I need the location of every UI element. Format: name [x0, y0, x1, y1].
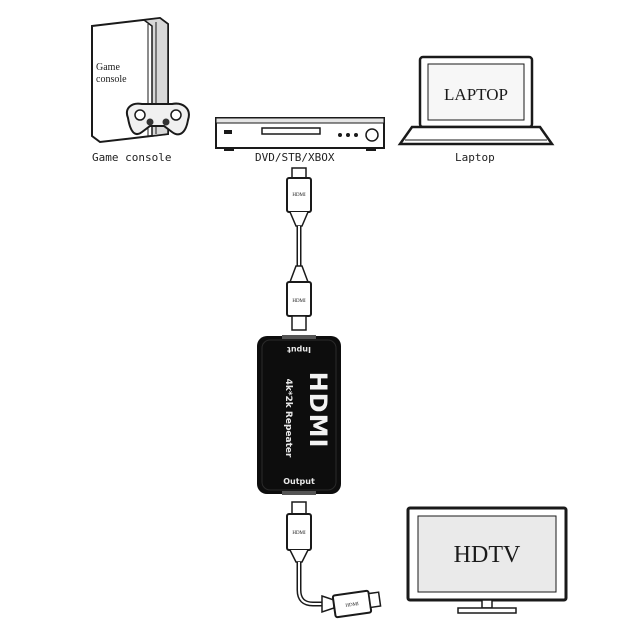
laptop-label: Laptop [455, 151, 495, 164]
hdmi-plug-tv-label: HDMI [345, 602, 359, 609]
dvd-player-label: DVD/STB/XBOX [255, 151, 335, 164]
hdtv-screen [417, 515, 557, 593]
dvd-player: DVD/STB/XBOX [215, 117, 385, 164]
game-console-screen-text-2: console [96, 74, 127, 85]
hdmi-repeater: Input HDMI 4k*2k Repeater Output [257, 335, 341, 495]
gamepad-icon [126, 102, 190, 136]
hdmi-plug-top-label: HDMI [292, 193, 306, 198]
game-console: Game console Game console [91, 16, 190, 164]
repeater-input-label: Input [287, 345, 311, 354]
game-console-screen-text-1: Game [96, 62, 120, 73]
game-console-label: Game console [92, 151, 171, 164]
disc-tray [261, 127, 321, 135]
laptop-screen-text: LAPTOP [444, 85, 508, 104]
hdtv-screen-text: HDTV [454, 542, 521, 568]
laptop-base [397, 125, 555, 146]
hdtv-stand-neck [481, 599, 493, 609]
laptop: LAPTOP Laptop [397, 55, 555, 164]
repeater-model: 4k*2k Repeater [283, 379, 293, 458]
hdtv-stand-base [457, 607, 517, 614]
power-button-icon [365, 128, 379, 142]
output-hdmi-cable: HDMI HDMI [286, 501, 382, 619]
hdmi-plug-output-label: HDMI [292, 531, 306, 536]
hdmi-plug-lower-label: HDMI [292, 299, 306, 304]
hdmi-repeater-body [257, 336, 341, 494]
repeater-output-label: Output [283, 477, 315, 486]
hdtv: HDTV [406, 506, 568, 614]
input-hdmi-cable: HDMI HDMI [286, 167, 312, 331]
repeater-logo: HDMI [304, 372, 332, 449]
